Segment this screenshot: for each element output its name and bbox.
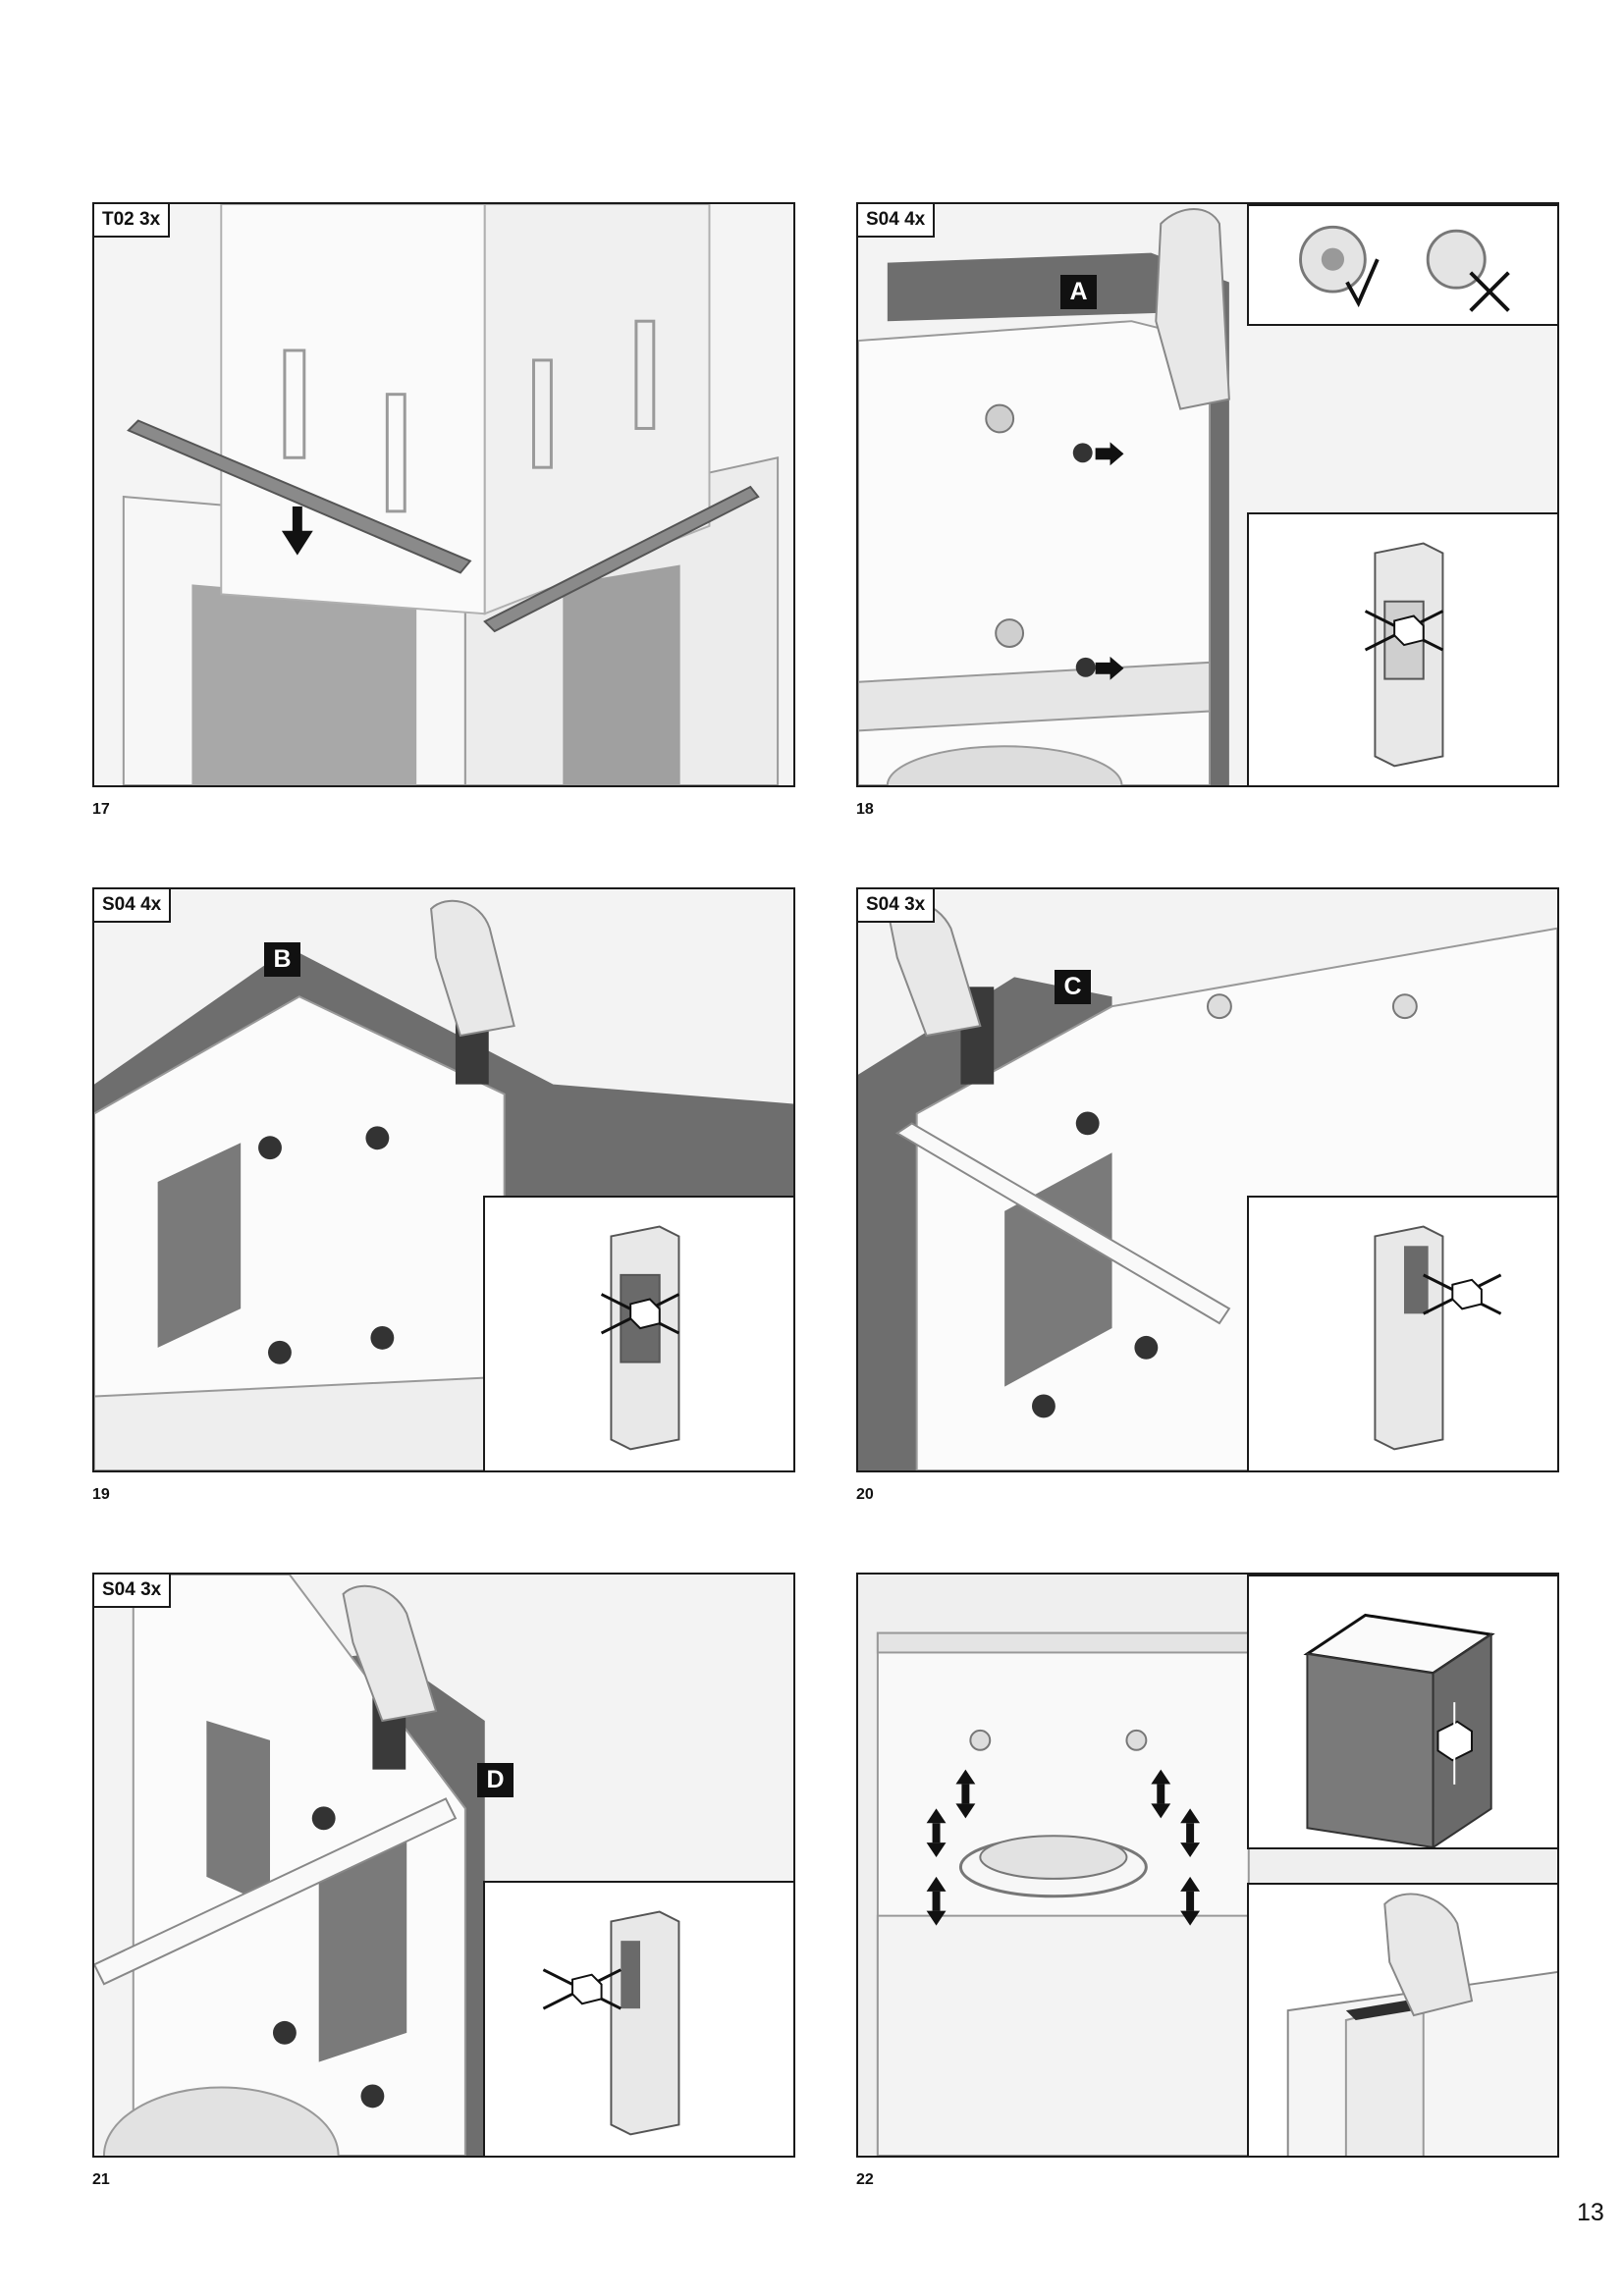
figure-19-number: 19: [92, 1486, 110, 1503]
figure-17-part-tag: T02 3x: [94, 204, 171, 238]
column-alignment-icon: [1303, 1613, 1495, 1847]
figure-18-inset-top: [1247, 204, 1557, 326]
figure-20-illustration: [858, 889, 1557, 1470]
column-locator-icon: [600, 1225, 680, 1451]
figure-20-inset-locator: [1247, 1196, 1557, 1470]
column-locator-icon: [542, 1910, 680, 2136]
figure-19-panel: S04 4x B: [92, 887, 795, 1472]
figure-22-inset-bottom: [1247, 1883, 1557, 2156]
figure-18-number: 18: [856, 801, 874, 818]
figure-21-number: 21: [92, 2171, 110, 2188]
column-locator-icon: [1364, 542, 1444, 768]
gear-comparison-icon: [1299, 225, 1510, 312]
hand-press-icon: [1286, 1893, 1557, 2156]
figure-17-illustration: [94, 204, 793, 785]
figure-21-callout-letter: D: [477, 1763, 514, 1797]
figure-18-inset-locator: [1247, 512, 1557, 785]
figure-17-panel: T02 3x: [92, 202, 795, 787]
figure-20-number: 20: [856, 1486, 874, 1503]
figure-19-part-tag: S04 4x: [94, 889, 172, 923]
figure-18-panel: S04 4x A: [856, 202, 1559, 787]
figure-22-inset-top: [1247, 1575, 1557, 1849]
figure-21-panel: S04 3x D: [92, 1573, 795, 2158]
figure-22-number: 22: [856, 2171, 874, 2188]
figure-21-part-tag: S04 3x: [94, 1575, 172, 1608]
column-locator-icon: [1374, 1225, 1502, 1451]
figure-20-panel: S04 3x C: [856, 887, 1559, 1472]
figure-18-part-tag: S04 4x: [858, 204, 936, 238]
figure-22-panel: [856, 1573, 1559, 2158]
figure-19-inset-locator: [483, 1196, 793, 1470]
figure-21-inset-locator: [483, 1881, 793, 2156]
figure-18-callout-letter: A: [1060, 275, 1097, 309]
figure-20-part-tag: S04 3x: [858, 889, 936, 923]
figure-17-number: 17: [92, 801, 110, 818]
figure-20-callout-letter: C: [1055, 970, 1091, 1004]
figure-19-callout-letter: B: [264, 942, 300, 977]
page-number: 13: [1577, 2199, 1604, 2226]
